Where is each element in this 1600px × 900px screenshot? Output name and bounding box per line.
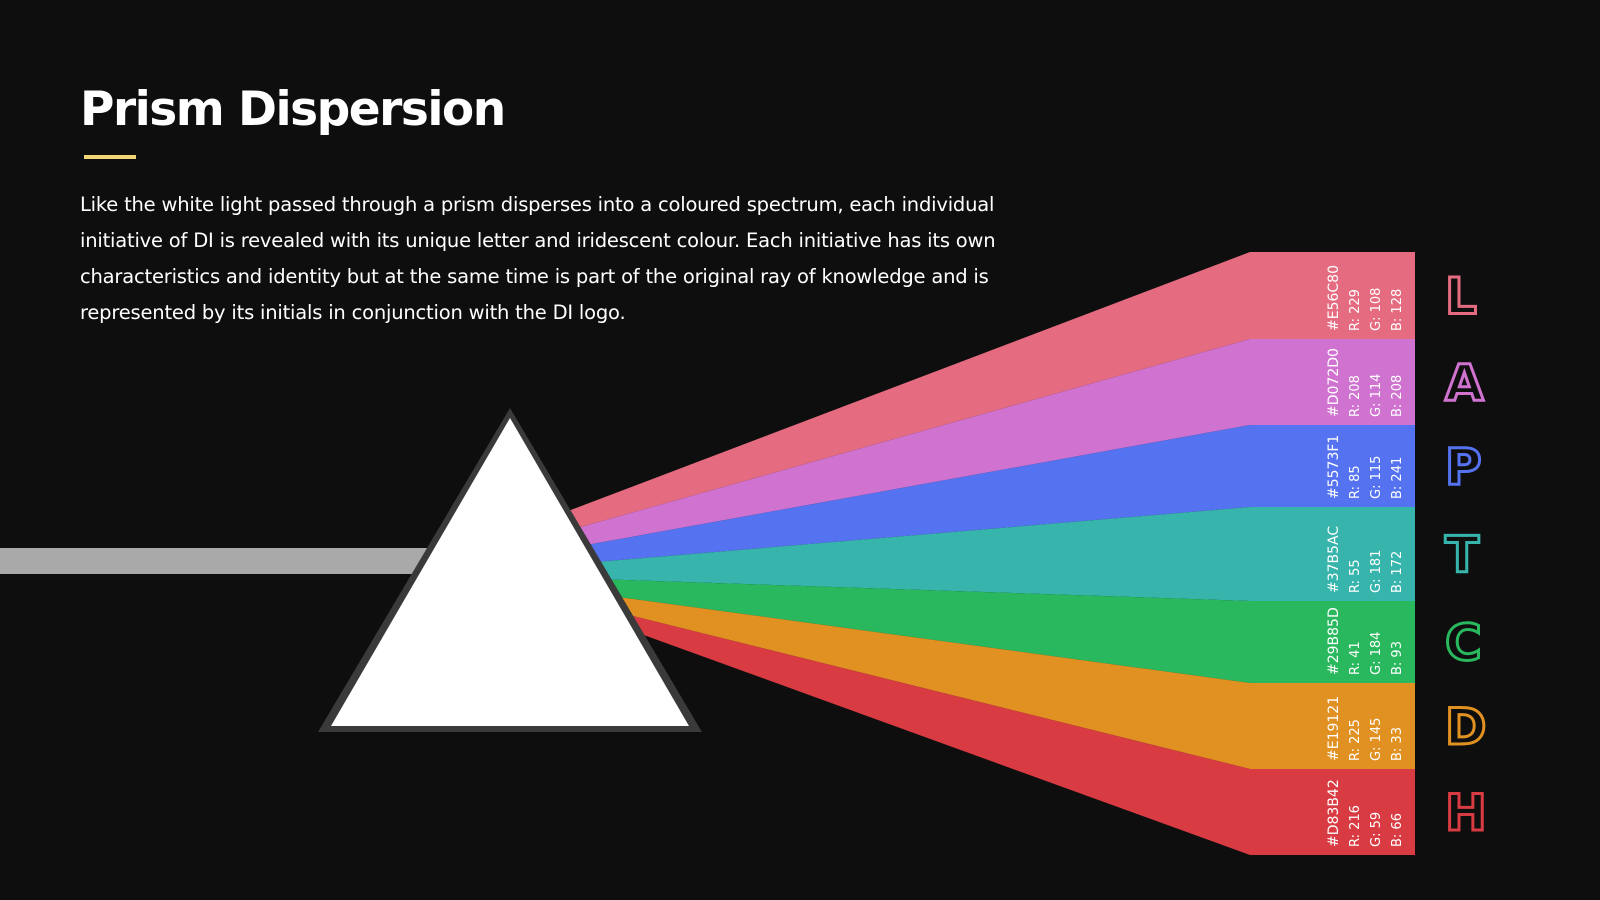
swatch-hex-c: #29B85D	[1326, 607, 1342, 675]
swatch-g-d: G: 145	[1369, 718, 1384, 761]
swatch-b-t: B: 172	[1390, 551, 1405, 593]
beam-h	[609, 610, 1415, 855]
incoming-light-ray	[0, 548, 440, 574]
spectrum-beams	[554, 252, 1415, 855]
swatch-g-a: G: 114	[1369, 374, 1384, 417]
initiative-letter-d: D	[1445, 698, 1487, 756]
swatch-g-h: G: 59	[1369, 812, 1384, 847]
beam-c	[591, 578, 1415, 683]
swatch-hex-t: #37B5AC	[1326, 526, 1342, 593]
initiative-letter-c: C	[1445, 614, 1482, 672]
swatch-r-p: R: 85	[1348, 465, 1363, 499]
swatch-g-c: G: 184	[1369, 632, 1384, 675]
swatch-r-l: R: 229	[1348, 289, 1363, 331]
swatch-b-c: B: 93	[1390, 641, 1405, 675]
swatch-r-h: R: 216	[1348, 805, 1363, 847]
initiative-letter-t: T	[1445, 526, 1479, 584]
swatch-g-l: G: 108	[1369, 288, 1384, 331]
description-text: Like the white light passed through a pr…	[80, 193, 996, 324]
swatch-g-t: G: 181	[1369, 550, 1384, 593]
swatch-hex-p: #5573F1	[1326, 435, 1342, 499]
swatch-hex-a: #D072D0	[1326, 348, 1342, 417]
swatch-g-p: G: 115	[1369, 456, 1384, 499]
swatch-b-a: B: 208	[1390, 375, 1405, 417]
swatch-b-l: B: 128	[1390, 289, 1405, 331]
swatch-r-c: R: 41	[1348, 641, 1363, 675]
beam-t	[582, 507, 1415, 601]
prism	[331, 418, 689, 726]
swatch-b-h: B: 66	[1390, 813, 1405, 847]
swatch-hex-d: #E19121	[1326, 696, 1342, 761]
swatch-hex-l: #E56C80	[1326, 265, 1342, 331]
title-underline	[84, 155, 136, 159]
initiative-letter-l: L	[1445, 268, 1477, 326]
beam-l	[554, 252, 1415, 532]
beam-p	[573, 425, 1415, 564]
beam-a	[564, 339, 1415, 548]
swatch-r-a: R: 208	[1348, 375, 1363, 417]
swatch-r-d: R: 225	[1348, 719, 1363, 761]
initiative-letter-a: A	[1445, 354, 1484, 412]
swatch-hex-h: #D83B42	[1326, 779, 1342, 847]
page-title: Prism Dispersion	[80, 82, 506, 137]
swatch-r-t: R: 55	[1348, 559, 1363, 593]
swatch-b-d: B: 33	[1390, 727, 1405, 761]
initiative-letter-p: P	[1445, 438, 1482, 496]
swatch-b-p: B: 241	[1390, 457, 1405, 499]
beam-d	[600, 594, 1415, 769]
initiative-letter-h: H	[1445, 784, 1487, 842]
